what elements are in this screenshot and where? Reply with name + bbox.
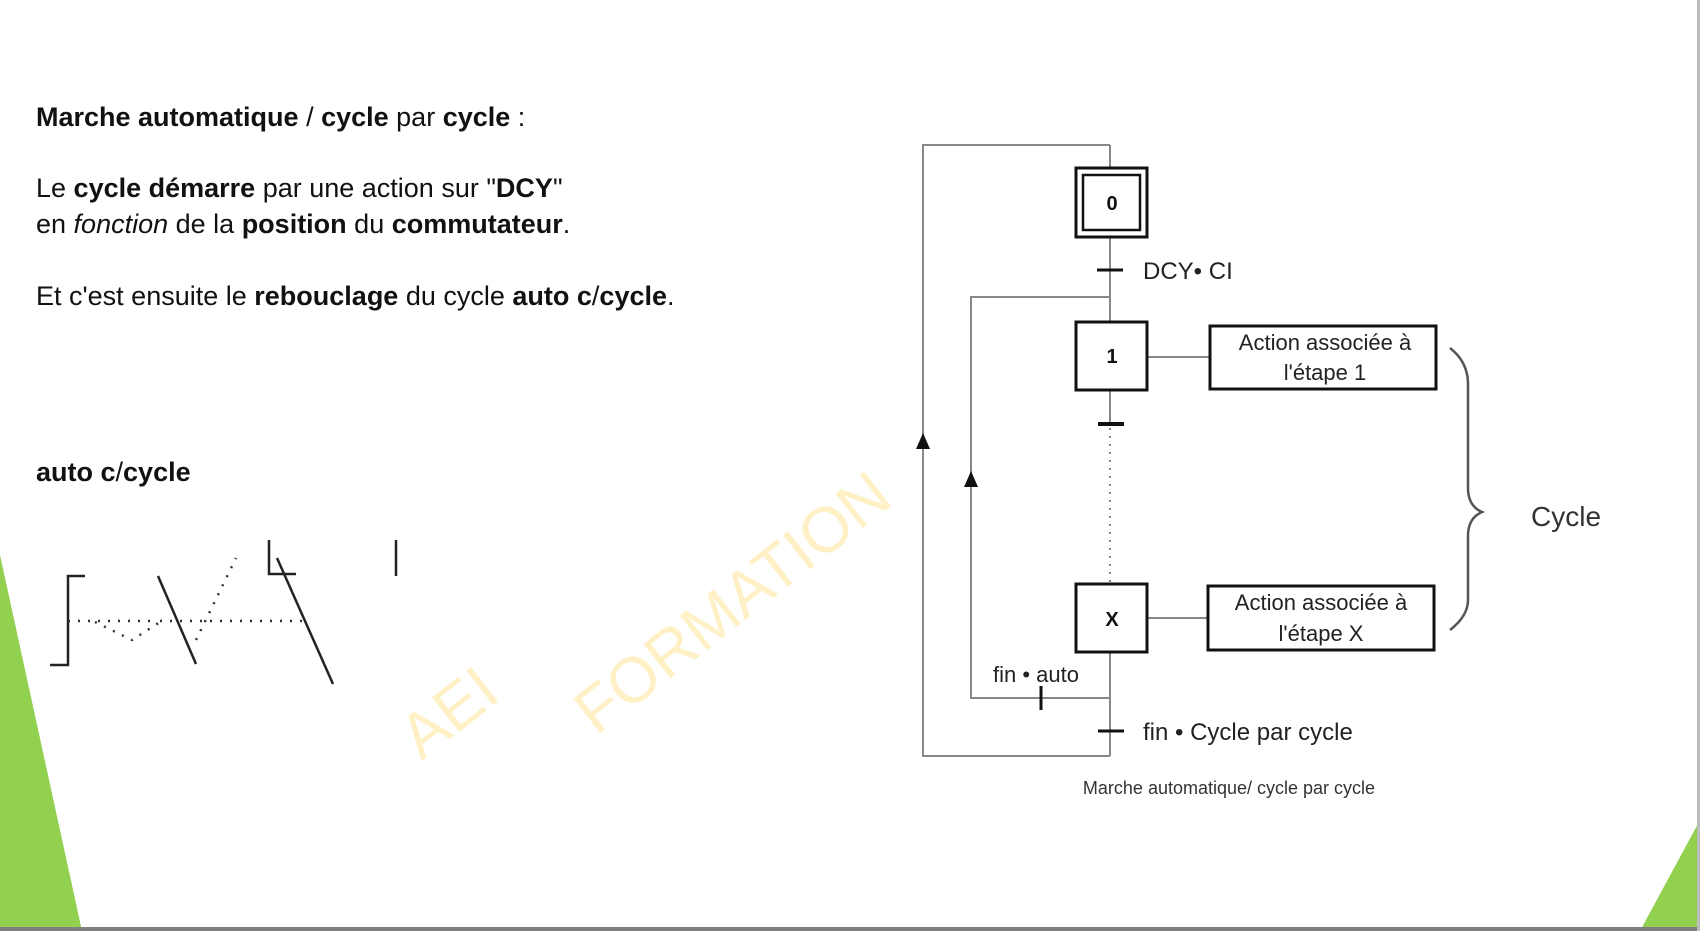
text-run: par une action sur ": [255, 173, 496, 203]
switch-dotted-v: [94, 620, 161, 642]
text-line-cycle-start: Le cycle démarre par une action sur "DCY…: [36, 170, 563, 206]
action-1-line1: Action associée à: [1239, 330, 1412, 355]
text-run: :: [510, 102, 526, 132]
slide-bottom-border: [0, 927, 1700, 931]
step-0-label: 0: [1106, 193, 1117, 215]
right-green-triangle: [1640, 820, 1700, 931]
text-run: ": [552, 173, 563, 203]
cycle-label: Cycle: [1531, 501, 1601, 532]
text-run: en: [36, 209, 74, 239]
step-1-label: 1: [1106, 346, 1117, 368]
transition-dcy-label: DCY• CI: [1143, 258, 1233, 285]
text-run: cycle: [442, 102, 511, 132]
text-run: /: [591, 281, 600, 311]
text-run: du: [346, 209, 392, 239]
text-run: du cycle: [398, 281, 513, 311]
text-run: DCY: [495, 173, 553, 203]
text-run: auto c: [36, 457, 116, 487]
transition-fin-auto-label: fin • auto: [993, 662, 1079, 687]
step-0-outer-box: [1074, 166, 1149, 239]
left-green-triangle: [0, 555, 82, 931]
text-run: cycle démarre: [73, 173, 256, 203]
text-run: /: [115, 457, 124, 487]
text-run: commutateur: [391, 209, 563, 239]
switch-blade-2: [275, 557, 335, 685]
text-run: auto c: [512, 281, 592, 311]
auto-cycle-label: auto c/cycle: [36, 454, 191, 490]
text-line-position: en fonction de la position du commutateu…: [36, 206, 570, 242]
text-run: /: [298, 102, 322, 132]
text-run: cycle: [599, 281, 667, 311]
transition-fin-cycle-label: fin • Cycle par cycle: [1143, 719, 1353, 746]
switch-top-mark: [267, 540, 296, 576]
text-run: de la: [168, 209, 242, 239]
cycle-brace: [1449, 347, 1486, 631]
text-run: fonction: [73, 209, 169, 239]
action-x-line1: Action associée à: [1235, 590, 1408, 615]
diagram-caption: Marche automatique/ cycle par cycle: [1083, 778, 1375, 798]
text-run: position: [241, 209, 347, 239]
slide-title: Marche automatique / cycle par cycle :: [36, 99, 525, 135]
text-run: Et c'est ensuite le: [36, 281, 255, 311]
action-1-line2: l'étape 1: [1284, 360, 1367, 385]
text-run: Le: [36, 173, 74, 203]
slide-right-border: [1697, 0, 1700, 931]
text-run: .: [667, 281, 675, 311]
action-1-box: [1208, 324, 1438, 391]
text-run: cycle: [123, 457, 191, 487]
outer-loop-line: [922, 144, 1110, 757]
step-0-inner-box: [1081, 173, 1142, 232]
inner-loop-arrow-icon: [964, 471, 978, 487]
text-run: Marche automatique: [36, 102, 299, 132]
action-x-line2: l'étape X: [1279, 621, 1364, 646]
outer-loop-arrow-icon: [916, 433, 930, 449]
text-run: .: [562, 209, 571, 239]
text-run: rebouclage: [254, 281, 399, 311]
selector-switch-symbol: [50, 540, 398, 685]
text-run: cycle: [321, 102, 389, 132]
step-1-box: [1074, 320, 1149, 392]
switch-blade-1: [156, 575, 198, 665]
text-line-loop: Et c'est ensuite le rebouclage du cycle …: [36, 278, 675, 314]
step-x-label: X: [1105, 609, 1119, 631]
step-x-box: [1074, 582, 1149, 654]
action-x-box: [1206, 584, 1436, 652]
text-run: par: [388, 102, 443, 132]
